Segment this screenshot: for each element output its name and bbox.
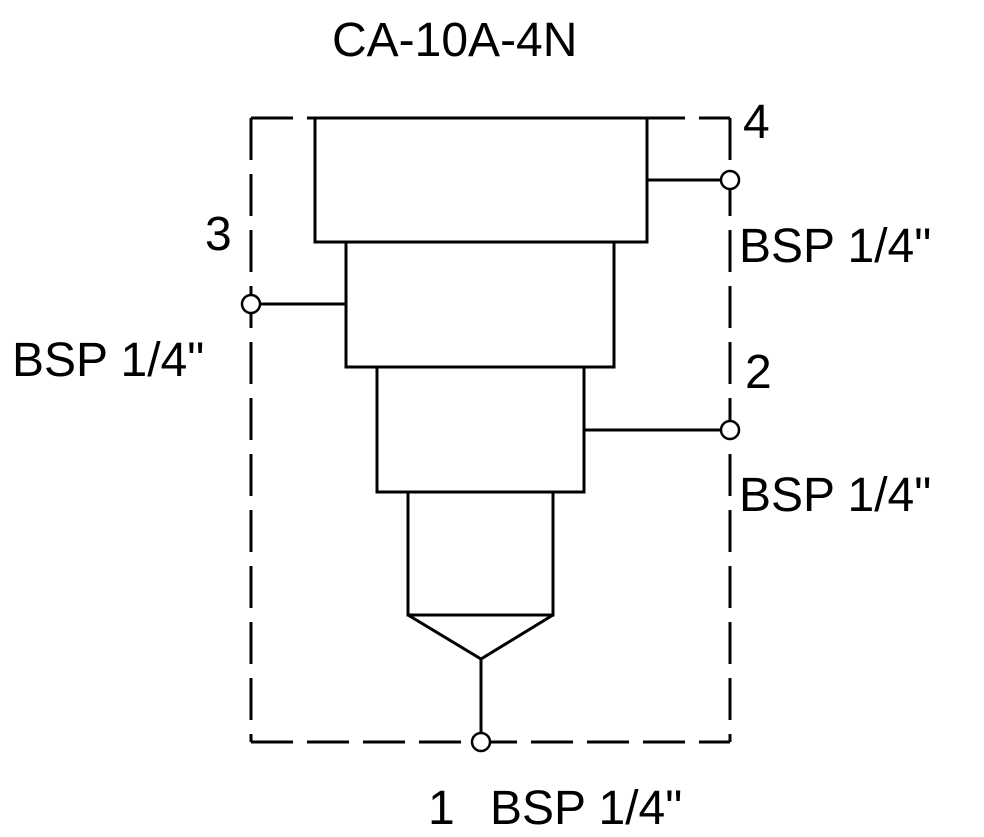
diagram-title: CA-10A-4N: [332, 14, 577, 67]
port-1-number: 1: [428, 782, 455, 835]
cartridge-step-4: [406, 490, 555, 617]
port-2-number: 2: [745, 346, 772, 399]
port-3-number: 3: [205, 208, 232, 261]
port-4-marker: [719, 169, 741, 191]
port-3-thread: BSP 1/4": [12, 334, 204, 387]
port-2-thread: BSP 1/4": [739, 469, 931, 522]
cartridge-nose: [407, 613, 554, 661]
port-markers: [240, 169, 741, 753]
cartridge-step-1: [313, 116, 649, 244]
port-labels: 4 BSP 1/4" 3 BSP 1/4" 2 BSP 1/4" 1 BSP 1…: [12, 96, 931, 835]
cartridge-step-3: [375, 365, 586, 494]
port-4-number: 4: [743, 96, 770, 149]
cartridge-body: [313, 116, 649, 661]
port-2-marker: [719, 419, 741, 441]
port-1-thread: BSP 1/4": [490, 782, 682, 835]
port-3-marker: [240, 293, 262, 315]
port-1-marker: [470, 731, 492, 753]
port-4-thread: BSP 1/4": [739, 220, 931, 273]
port-connections: [251, 178, 730, 742]
cartridge-step-2: [344, 240, 616, 369]
